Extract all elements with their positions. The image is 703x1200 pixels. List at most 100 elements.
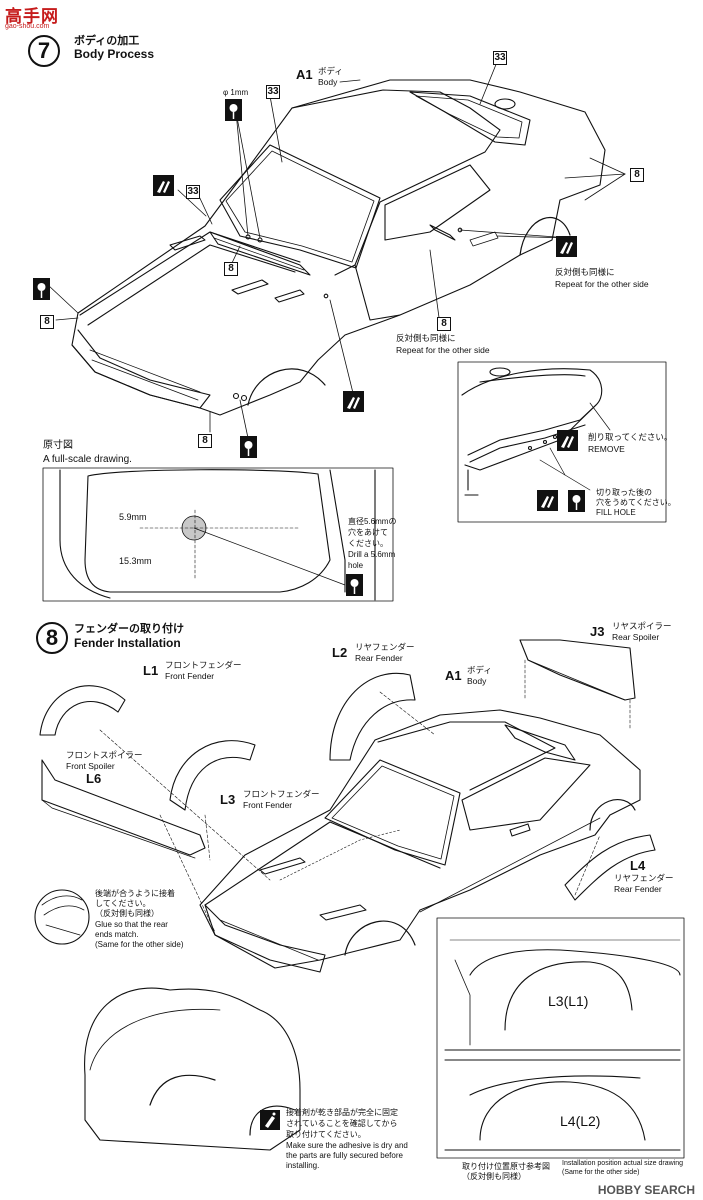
j3-rear-spoiler (519, 639, 636, 701)
step7-title-en: Body Process (74, 47, 155, 61)
dim-15-3: 15.3mm (119, 556, 152, 566)
part-l6-code: L6 (86, 771, 102, 786)
site-logo-main: 高手网 (5, 7, 59, 26)
drill-note-jp-2: 穴をあけて (348, 528, 388, 537)
part-l4-code: L4 (630, 858, 646, 873)
adhesive-note-en-3: installing. (286, 1161, 320, 1170)
step7-leader-lines (47, 61, 626, 439)
part-l6-jp: フロントスポイラー (66, 750, 143, 760)
drill-icon (240, 436, 257, 458)
fill-label-jp-1: 切り取った後の (596, 488, 652, 497)
step8-body-drawing (199, 709, 641, 973)
part-l2-code: L2 (332, 645, 348, 660)
remove-inset-drawing (461, 367, 611, 496)
part-l2-jp: リヤフェンダー (355, 642, 415, 652)
fill-label-en: FILL HOLE (596, 508, 636, 517)
part-l4-jp: リヤフェンダー (614, 873, 674, 883)
knife-icon (556, 236, 577, 257)
reference-drawing (444, 939, 681, 1151)
badge-8-c: 8 (40, 315, 54, 329)
knife-icon (153, 175, 174, 196)
repeat-label-en-2: Repeat for the other side (396, 345, 490, 355)
ref-label-l4-l2: L4(L2) (560, 1113, 601, 1129)
drill-note-jp-1: 直径5.6mmの (348, 517, 397, 526)
part-a1-jp: ボディ (467, 665, 492, 675)
dim-5-9: 5.9mm (119, 512, 147, 522)
part-l2-en: Rear Fender (355, 653, 403, 663)
adhesive-note-en-1: Make sure the adhesive is dry and (286, 1141, 408, 1150)
part-l3-code: L3 (220, 792, 236, 807)
badge-8-a: 8 (630, 168, 644, 182)
badge-8-d: 8 (437, 317, 451, 331)
part-l1-en: Front Fender (165, 671, 215, 681)
remove-inset-frame (457, 361, 667, 523)
drill-icon (33, 278, 50, 300)
ref-caption-en-2: (Same for the other side) (562, 1169, 640, 1176)
drill-note-jp-3: ください。 (348, 539, 388, 548)
drill-icon (346, 574, 363, 596)
remove-label-en: REMOVE (588, 444, 625, 454)
repeat-label-en-1: Repeat for the other side (555, 279, 649, 289)
part-a1-en: Body (467, 676, 487, 686)
l4-rear-fender (564, 834, 656, 901)
adhesive-note-en-2: the parts are fully secured before (286, 1151, 403, 1160)
part-l6-en: Front Spoiler (66, 761, 115, 771)
knife-icon (343, 391, 364, 412)
repeat-label-jp-2: 反対側も同様に (396, 333, 456, 343)
ref-caption-jp-2: （反対側も同様） (462, 1172, 526, 1181)
badge-33-c: 33 (186, 185, 200, 199)
knife-icon (537, 490, 558, 511)
badge-8-e: 8 (198, 434, 212, 448)
part-l4-en: Rear Fender (614, 884, 662, 894)
phi-label: φ 1mm (223, 88, 249, 97)
l1-front-fender (39, 685, 126, 736)
fill-label-jp-2: 穴をうめてください。 (596, 498, 676, 507)
remove-label-jp: 削り取ってください。 (588, 432, 673, 442)
step7-part-a1-jp: ボディ (318, 66, 343, 76)
badge-33-b: 33 (266, 85, 280, 99)
glue-detail-circle (34, 889, 90, 945)
reference-frame (436, 917, 685, 1159)
fullscale-frame (42, 467, 394, 602)
glue-note-jp-2: してください。 (95, 899, 151, 908)
fullscale-title-en: A full-scale drawing. (43, 454, 132, 465)
adhesive-note-jp-2: されていることを確認してから (286, 1119, 398, 1128)
part-l3-jp: フロントフェンダー (243, 789, 320, 799)
step8-guide-lines (99, 659, 631, 933)
drill-icon (225, 99, 242, 121)
part-j3-code: J3 (590, 624, 605, 639)
repeat-label-jp-1: 反対側も同様に (555, 267, 615, 277)
adhesive-note-jp-1: 接着剤が乾き部品が完全に固定 (286, 1108, 398, 1117)
step7-number: 7 (28, 35, 60, 67)
badge-33-a: 33 (493, 51, 507, 65)
drill-note-en-1: Drill a 5.6mm (348, 550, 396, 559)
part-l3-en: Front Fender (243, 800, 293, 810)
part-a1-code: A1 (445, 668, 462, 683)
fullscale-title-jp: 原寸図 (43, 440, 73, 451)
glue-note-jp-1: 後端が合うように接着 (95, 889, 175, 898)
l3-front-fender (169, 740, 256, 811)
badge-8-b: 8 (224, 262, 238, 276)
part-j3-jp: リヤスポイラー (612, 621, 672, 631)
part-l1-jp: フロントフェンダー (165, 660, 242, 670)
fullscale-drawing (59, 469, 376, 601)
step7-part-a1-code: A1 (296, 67, 313, 82)
glue-note-en-1: Glue so that the rear (95, 920, 168, 929)
part-j3-en: Rear Spoiler (612, 632, 660, 642)
step7-title-jp: ボディの加工 (74, 35, 140, 47)
step8-lower-body (84, 987, 301, 1151)
site-logo-sub: gao-shou.com (5, 23, 50, 30)
ref-label-l3-l1: L3(L1) (548, 993, 589, 1009)
adhesive-note-jp-3: 取り付けてください。 (286, 1130, 366, 1139)
glue-note-en-2: ends match. (95, 930, 139, 939)
drill-icon (568, 490, 585, 512)
ref-caption-jp: 取り付け位置原寸参考図 (462, 1162, 550, 1171)
step8-title-en: Fender Installation (74, 636, 181, 650)
knife-icon (557, 430, 578, 451)
part-l1-code: L1 (143, 663, 159, 678)
step8-number: 8 (36, 622, 68, 654)
hobby-search-watermark: HOBBY SEARCH (597, 1183, 695, 1197)
drill-note-en-2: hole (348, 561, 364, 570)
